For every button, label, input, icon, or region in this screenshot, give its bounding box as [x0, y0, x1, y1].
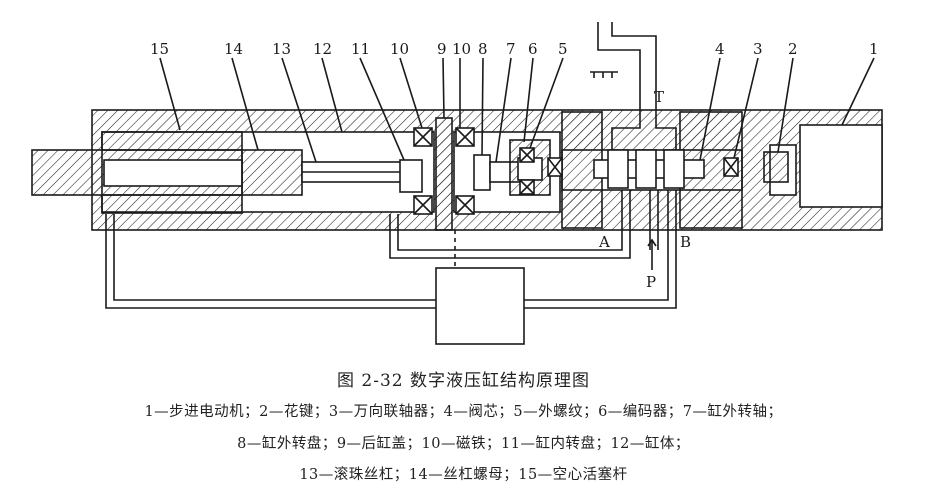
port-label-b: B — [680, 233, 691, 251]
part-label-8: 8 — [478, 40, 488, 58]
part-label-2: 2 — [788, 40, 798, 58]
part-label-3: 3 — [753, 40, 763, 58]
magnet-group — [413, 127, 475, 215]
inner-turntable — [399, 159, 423, 193]
stepper-motor — [799, 124, 883, 208]
part-label-4: 4 — [715, 40, 725, 58]
legend-line-3: 13—滚珠丝杠；14—丝杠螺母；15—空心活塞杆 — [299, 467, 628, 483]
legend-line-2: 8—缸外转盘；9—后缸盖；10—磁铁；11—缸内转盘；12—缸体； — [237, 436, 690, 452]
screw-nut — [241, 149, 303, 196]
part-label-10b: 10 — [452, 40, 471, 58]
rear-cover — [435, 117, 453, 231]
part-label-11: 11 — [351, 40, 370, 58]
figure-title: 图 2-32 数字液压缸结构原理图 — [337, 371, 590, 391]
part-label-1: 1 — [869, 40, 879, 58]
part-label-5: 5 — [558, 40, 568, 58]
part-label-14: 14 — [224, 40, 243, 58]
port-label-a: A — [598, 233, 610, 251]
part-label-9: 9 — [437, 40, 447, 58]
port-label-p: P — [646, 273, 656, 291]
legend-line-1: 1—步进电动机；2—花键；3—万向联轴器；4—阀芯；5—外螺纹；6—编码器；7—… — [144, 404, 783, 420]
part-label-15: 15 — [150, 40, 169, 58]
port-label-t: T — [654, 88, 664, 106]
spline — [763, 151, 789, 183]
part-label-10: 10 — [390, 40, 409, 58]
part-label-13: 13 — [272, 40, 291, 58]
part-label-12: 12 — [313, 40, 332, 58]
hydraulic-cylinder-diagram: 15 14 13 12 11 10 9 10 8 7 6 5 4 3 2 1 T… — [31, 22, 883, 345]
outer-turntable — [473, 154, 491, 191]
part-label-6: 6 — [528, 40, 538, 58]
part-label-7: 7 — [506, 40, 516, 58]
